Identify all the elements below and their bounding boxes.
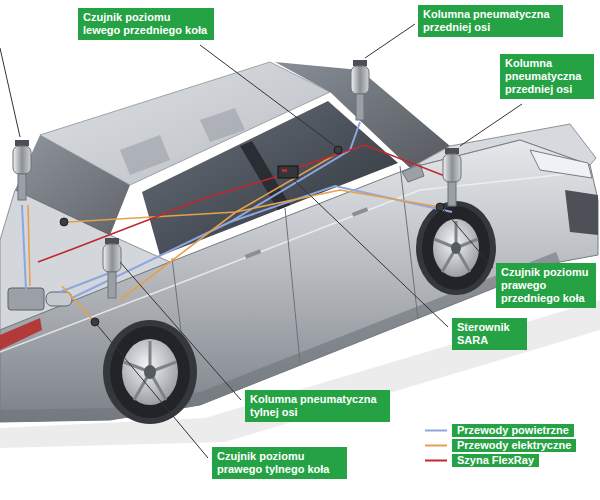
callout-text: Kolumna pneumatyczna przedniej osi [505, 57, 589, 96]
callout-text: Czujnik poziomu lewego przedniego koła [83, 11, 209, 37]
callout-text: Czujnik poziomu prawego przedniego koła [501, 266, 591, 305]
callout-text: Kolumna pneumatyczna tylnej osi [250, 393, 385, 419]
callout-text: Sterownik SARA [457, 321, 522, 347]
callout-box: Kolumna pneumatyczna przedniej osi [418, 5, 563, 37]
legend-text: Przewody powietrzne [452, 424, 574, 437]
callout-box: Kolumna pneumatyczna przedniej osi [500, 54, 594, 99]
legend-swatch [425, 439, 447, 452]
callout-text: Kolumna pneumatyczna przedniej osi [423, 8, 558, 34]
legend-row: Przewody powietrzne [425, 424, 574, 437]
callout-box: Czujnik poziomu lewego przedniego koła [78, 8, 214, 40]
callout-box: Czujnik poziomu prawego tylnego koła [212, 447, 347, 479]
legend-row: Szyna FlexRay [425, 454, 539, 467]
callout-box: Kolumna pneumatyczna tylnej osi [245, 390, 390, 422]
legend-text: Przewody elektryczne [452, 439, 576, 452]
callout-box: Czujnik poziomu prawego przedniego koła [496, 263, 596, 308]
legend-swatch [425, 424, 447, 437]
callout-box: Sterownik SARA [452, 318, 527, 350]
callout-text: Czujnik poziomu prawego tylnego koła [217, 450, 342, 476]
legend-row: Przewody elektryczne [425, 439, 576, 452]
legend-swatch [425, 454, 447, 467]
leader-lines [0, 24, 522, 458]
legend-text: Szyna FlexRay [452, 454, 539, 467]
